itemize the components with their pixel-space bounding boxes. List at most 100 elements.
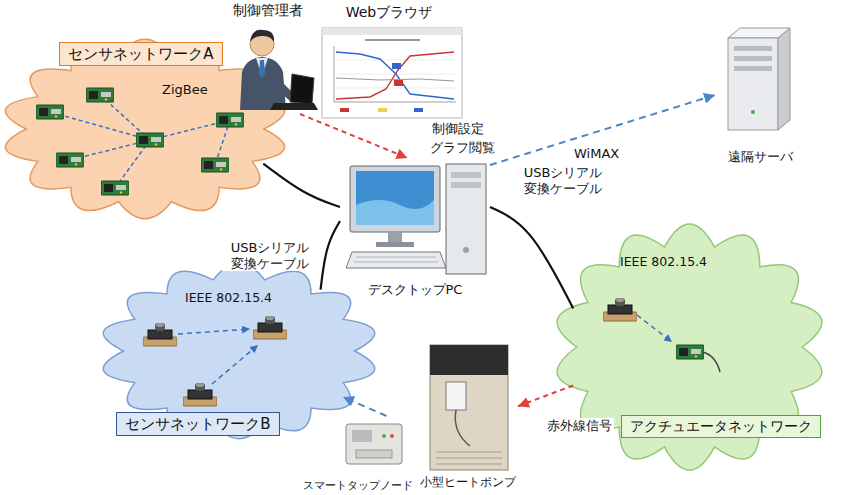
smart-tap-node: スマートタップノード bbox=[301, 416, 415, 494]
device-cable bbox=[455, 410, 470, 446]
remote-server: 遠隔サーバ bbox=[715, 25, 805, 165]
network-heading: センサネットワークB bbox=[116, 412, 279, 436]
drive-slot bbox=[451, 182, 481, 188]
edge-label: 制御設定 bbox=[430, 121, 486, 137]
node-label: 遠隔サーバ bbox=[728, 149, 793, 165]
data-series bbox=[336, 52, 454, 99]
tower bbox=[446, 164, 486, 274]
protocol-label: ZigBee bbox=[162, 82, 208, 98]
connector bbox=[321, 221, 340, 290]
edge-label-holder: 制御設定 bbox=[430, 121, 486, 137]
edge-label: WiMAX bbox=[572, 146, 621, 162]
legend-chip bbox=[378, 108, 387, 112]
smart-tap-led bbox=[382, 434, 386, 438]
label-holder: グラフ閲覧 bbox=[428, 140, 497, 156]
server-slot bbox=[734, 56, 772, 61]
edge-label-holder: USBシリアル 変換ケーブル bbox=[515, 165, 611, 196]
legend-chip bbox=[340, 108, 349, 112]
connector bbox=[343, 397, 387, 416]
title-bar bbox=[322, 28, 462, 35]
server-icon bbox=[728, 28, 790, 130]
monitor bbox=[350, 166, 440, 232]
data-series bbox=[336, 52, 454, 99]
desktop-pc-icon bbox=[346, 164, 486, 274]
grille bbox=[436, 452, 502, 464]
tie bbox=[259, 60, 265, 78]
server-slot bbox=[734, 46, 772, 51]
heat-pump-panel bbox=[430, 345, 508, 375]
edge-label: USBシリアル 変換ケーブル bbox=[515, 165, 611, 196]
edge-label: 赤外線信号 bbox=[545, 418, 614, 434]
server-led bbox=[751, 110, 755, 114]
heat-pump-body bbox=[430, 345, 508, 470]
sensor-network-cloud: IEEE 802.15.4 センサネットワークB bbox=[98, 262, 380, 440]
sensor-board bbox=[136, 133, 164, 147]
text-holder: IEEE 802.15.4 bbox=[620, 254, 707, 269]
node-label: 制御管理者 bbox=[233, 2, 303, 19]
network-heading: センサネットワークA bbox=[59, 42, 222, 66]
legend-chip bbox=[414, 108, 423, 112]
sensor-board bbox=[216, 113, 244, 127]
laptop-screen bbox=[290, 74, 314, 104]
operator: 制御管理者 bbox=[228, 2, 308, 114]
chart-title-bar bbox=[365, 39, 420, 41]
annotation-label: グラフ閲覧 bbox=[428, 140, 497, 156]
smart-tap-led bbox=[390, 434, 394, 438]
text-holder: アクチュエータネットワーク bbox=[621, 415, 821, 438]
desktop-pc: デスクトップPC bbox=[340, 158, 490, 298]
text-holder: スマートタップノード bbox=[303, 479, 413, 492]
cloud-shape bbox=[5, 39, 284, 218]
server-side bbox=[778, 28, 790, 130]
smart-tap-panel bbox=[352, 430, 372, 442]
browser-screenshot bbox=[322, 28, 462, 118]
edge-label-holder: WiMAX bbox=[572, 146, 621, 162]
actuator-network-cloud: IEEE 802.15.4 アクチュエータネットワーク bbox=[552, 222, 827, 472]
smart-tap-outlet bbox=[356, 450, 392, 458]
edge-label-holder: USBシリアル 変換ケーブル bbox=[222, 240, 318, 271]
text-holder: センサネットワークA bbox=[59, 42, 222, 66]
sensor-board bbox=[56, 153, 84, 167]
edge-label-holder: 赤外線信号 bbox=[545, 418, 614, 434]
sensor-board bbox=[101, 181, 129, 195]
smart-tap-photo bbox=[346, 424, 402, 464]
connector bbox=[518, 385, 573, 406]
operator-icon bbox=[240, 30, 318, 110]
connector bbox=[490, 207, 573, 309]
server-slot bbox=[734, 66, 772, 71]
text-holder: 遠隔サーバ bbox=[728, 149, 793, 165]
window-frame bbox=[322, 28, 462, 118]
power-button bbox=[463, 247, 469, 253]
ir-device bbox=[446, 382, 466, 410]
text-holder: Webブラウザ bbox=[346, 4, 433, 21]
web-browser: Webブラウザ bbox=[314, 4, 464, 120]
edge-label: USBシリアル 変換ケーブル bbox=[222, 240, 318, 271]
screen-wave bbox=[356, 200, 434, 225]
keyboard-keys bbox=[354, 257, 438, 262]
text-holder: 制御管理者 bbox=[233, 2, 303, 19]
heat-pump-photo bbox=[430, 345, 508, 470]
chart-axes bbox=[334, 46, 456, 102]
drive-slot bbox=[451, 172, 481, 178]
server-front bbox=[728, 38, 778, 130]
connector bbox=[300, 114, 408, 158]
network-heading: アクチュエータネットワーク bbox=[621, 415, 821, 438]
sensor-board bbox=[86, 88, 114, 102]
monitor-stand bbox=[388, 232, 402, 242]
node-label: 小型ヒートポンプ bbox=[420, 476, 516, 490]
text-holder: デスクトップPC bbox=[368, 282, 463, 298]
screen bbox=[356, 171, 434, 225]
connector bbox=[490, 95, 715, 165]
cloud-shape bbox=[103, 263, 374, 438]
connector bbox=[263, 164, 340, 207]
smart-tap-case bbox=[346, 424, 402, 464]
marker-box bbox=[392, 63, 401, 69]
laptop-base bbox=[270, 103, 318, 110]
text-holder: IEEE 802.15.4 bbox=[185, 290, 272, 305]
text-holder: ZigBee bbox=[162, 82, 208, 98]
text-holder: 小型ヒートポンプ bbox=[420, 476, 516, 490]
actuator-board bbox=[676, 345, 704, 359]
heat-pump: 小型ヒートポンプ bbox=[418, 336, 518, 492]
node-label: デスクトップPC bbox=[368, 282, 463, 298]
